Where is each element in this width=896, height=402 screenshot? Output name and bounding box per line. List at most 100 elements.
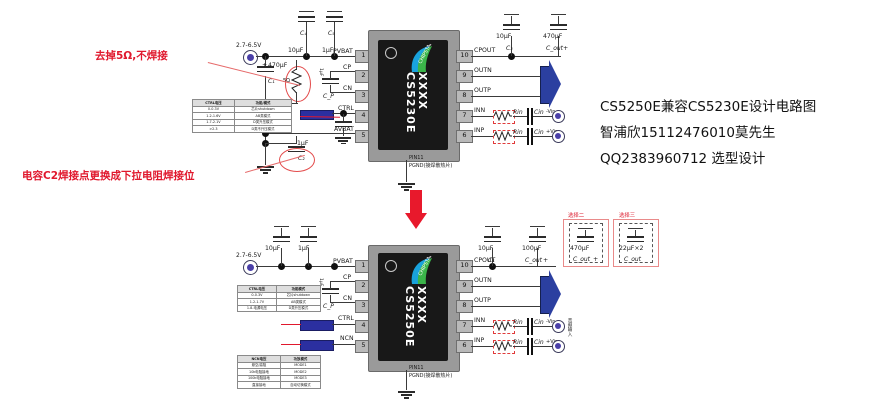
top-pin-label-cp: CP bbox=[343, 64, 352, 71]
option-2-cap-ref: C_out bbox=[573, 256, 591, 263]
bottom-ncn-mode-table: NCN电压 功放模式 悬空/高阻 MODE1 10k电阻接地 MODE2 100… bbox=[237, 355, 322, 389]
bottom-mode-table-cell: 100k电阻接地 bbox=[237, 374, 281, 383]
bottom-rin-inp bbox=[493, 340, 515, 354]
bottom-pad-10: 10 bbox=[456, 260, 473, 273]
bottom-pin-label-ctrl: CTRL bbox=[338, 315, 354, 322]
top-sig-inn-label: -Vin bbox=[546, 109, 556, 115]
top-cap-c1-ref: C₁ bbox=[268, 78, 275, 85]
bottom-pin-label-cp: CP bbox=[343, 274, 352, 281]
bottom-ctrl-table-header-0: CTRL电压 bbox=[237, 285, 277, 293]
top-ctrl-table-cell: 1.7-2.1V bbox=[192, 118, 235, 127]
bottom-cap-cout-value: 100µF bbox=[522, 245, 542, 252]
bottom-pin-label-ncn: NCN bbox=[340, 335, 354, 342]
top-cap-cout-ref: C_out bbox=[546, 45, 564, 52]
top-cap-c3-ref: C₃ bbox=[506, 45, 513, 52]
bottom-pad-1: 1 bbox=[355, 260, 372, 273]
top-cin-inp-label: Cin bbox=[534, 129, 544, 136]
top-circuit-group: 2.7-6.5V 10µF C₄ 1µF C₅ 470µF bbox=[0, 0, 896, 200]
option-2-label: 选择二 bbox=[568, 213, 585, 219]
bottom-sig-inn-label: -Vin bbox=[546, 319, 556, 325]
bottom-pin-label-inn: INN bbox=[474, 317, 486, 324]
bottom-speaker-cone bbox=[549, 270, 561, 318]
bottom-pin-label-cn: CN bbox=[343, 295, 352, 302]
bottom-input-jack-inp bbox=[552, 340, 565, 353]
bottom-ctrl-table-header-1: 功能模式 bbox=[275, 285, 322, 293]
bottom-pgnd-ground bbox=[398, 390, 415, 399]
top-ctrl-mode-table: CTRL电压 功能/模式 0-0.3V 芯片shutdown 1.2-1.6V … bbox=[192, 99, 293, 133]
top-pin-label-inn: INN bbox=[474, 107, 486, 114]
top-cap-cout-polarity: + bbox=[563, 45, 569, 52]
top-pad-5: 5 bbox=[355, 130, 372, 143]
top-cap-c5 bbox=[326, 16, 343, 23]
top-cap-c2-value: 1µF bbox=[297, 140, 309, 147]
top-pin-label-outp: OUTP bbox=[474, 87, 491, 94]
bottom-cap-c1-value: 10µF bbox=[478, 245, 494, 252]
bottom-cap-cout-polarity: + bbox=[543, 257, 549, 264]
option-3-dashed-box bbox=[619, 223, 653, 263]
top-cin-inn bbox=[527, 108, 533, 125]
top-pin-label-avbat: AVBAT bbox=[334, 126, 354, 133]
bottom-pin-label-outp: OUTP bbox=[474, 297, 491, 304]
bottom-pin-label-inp: INP bbox=[474, 337, 485, 344]
top-cap-c3 bbox=[503, 24, 520, 31]
top-cap-c4-value: 10µF bbox=[288, 47, 304, 54]
top-rin-inn-label: Rin bbox=[513, 109, 523, 116]
top-ctrl-table-header-1: 功能/模式 bbox=[233, 99, 293, 107]
bottom-rin-inn bbox=[493, 320, 515, 334]
bottom-ctrl-table-pointer bbox=[281, 324, 301, 326]
top-resistor-5ohm-symbol bbox=[291, 69, 302, 93]
top-cap-c5-value: 1µF bbox=[322, 47, 334, 54]
bottom-mode-table-cell: 自动切换模式 bbox=[279, 381, 322, 389]
top-pad-2: 2 bbox=[355, 70, 372, 83]
bottom-chip-marking: XXXX bbox=[415, 286, 428, 324]
bottom-ctrl-resistor bbox=[300, 320, 334, 331]
top-pgnd-label: PGND(接焊散热片) bbox=[409, 163, 453, 169]
top-cin-inn-label: Cin bbox=[534, 109, 544, 116]
bottom-chip-part-number: CS5250E bbox=[403, 286, 416, 348]
bottom-supply-voltage-label: 2.7-6.5V bbox=[236, 252, 262, 259]
bottom-ctrl-mode-table: CTRL电压 功能模式 0-0.3V 芯片shutdown 1.2-1.7V A… bbox=[237, 285, 322, 313]
bottom-input-jack-inn bbox=[552, 320, 565, 333]
bottom-pin-label-pvbat: PVBAT bbox=[333, 258, 353, 265]
bottom-mode-table-cell: 悬空/高阻 bbox=[237, 361, 281, 370]
bottom-mode-table-cell: MODE2 bbox=[279, 368, 322, 376]
bottom-cap-c5-value: 1µF bbox=[298, 245, 310, 252]
top-ctrl-resistor bbox=[300, 110, 334, 120]
top-resistor-5ohm-highlight bbox=[285, 66, 311, 102]
top-rin-inp-label: Rin bbox=[513, 129, 523, 136]
bottom-pad-8: 8 bbox=[456, 300, 473, 313]
top-chip-logo-icon: CHIPSTAR bbox=[411, 44, 434, 72]
bottom-cap-c1-ref: C₁ bbox=[488, 257, 495, 264]
top-cap-cout-value: 470µF bbox=[543, 33, 563, 40]
top-cap-c4-ref: C₄ bbox=[300, 30, 307, 37]
top-ctrl-table-cell: 0-0.3V bbox=[192, 105, 235, 114]
bottom-circuit-group: 2.7-6.5V 10µF 1µF 1µF C_P bbox=[0, 200, 896, 402]
bottom-cin-inn-label: Cin bbox=[534, 319, 544, 326]
bottom-ctrl-table-cell: AB类模式 bbox=[275, 298, 322, 306]
top-pgnd-pin: PIN11 bbox=[409, 155, 424, 161]
bottom-rin-inn-label: Rin bbox=[513, 319, 523, 326]
top-cap-c4 bbox=[298, 16, 315, 23]
bottom-cap-cp-ref: C_P bbox=[323, 303, 334, 310]
option-3-cap-value: 22µF×2 bbox=[619, 245, 644, 252]
bottom-pgnd-pin: PIN11 bbox=[409, 365, 424, 371]
title-line-2: 智浦欣15112476010莫先生 bbox=[600, 125, 776, 141]
bottom-ctrl-table-cell: 芯片shutdown bbox=[275, 291, 322, 300]
top-cap-c1-polarity: + bbox=[262, 62, 268, 69]
top-pin-label-pvbat: PVBAT bbox=[333, 48, 353, 55]
bottom-cap-c1 bbox=[484, 236, 501, 243]
bottom-mode-table-cell: MODE1 bbox=[279, 361, 322, 370]
bottom-pin-label-cpout: CPOUT bbox=[474, 257, 496, 264]
top-input-jack-inp bbox=[552, 130, 565, 143]
bottom-ctrl-table-cell: 0-0.3V bbox=[237, 291, 277, 300]
bottom-mode-table-cell: 10k电阻接地 bbox=[237, 368, 281, 376]
top-supply-voltage-label: 2.7-6.5V bbox=[236, 42, 262, 49]
top-speaker-cone bbox=[549, 60, 561, 108]
top-rin-inn bbox=[493, 110, 515, 124]
bottom-mode-table-cell: 直接接地 bbox=[237, 381, 281, 389]
top-rin-inp bbox=[493, 130, 515, 144]
top-pin-label-ctrl: CTRL bbox=[338, 105, 354, 112]
option-2-frame bbox=[563, 219, 609, 267]
top-cap-c3-value: 10µF bbox=[496, 33, 512, 40]
